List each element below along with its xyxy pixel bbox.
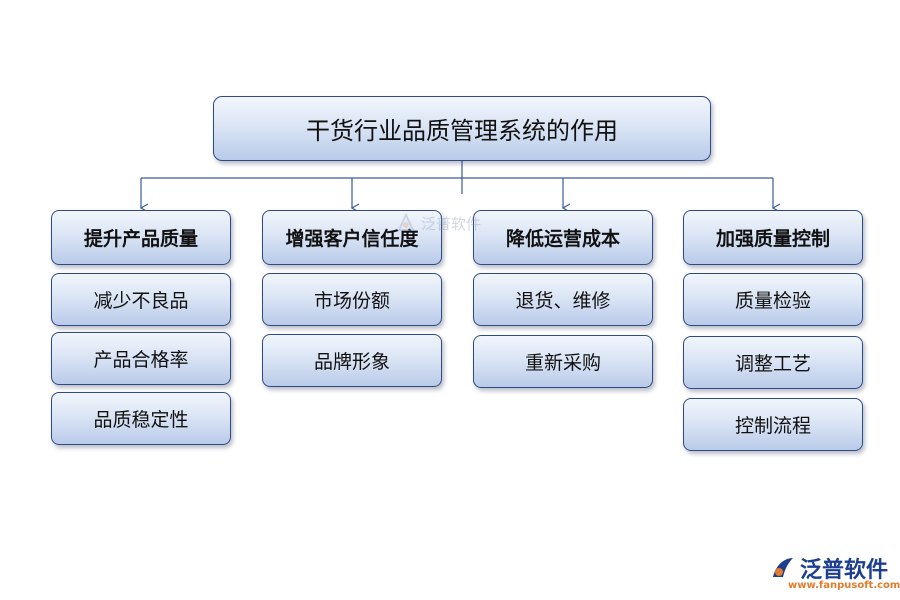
heading-box-3: 降低运营成本: [473, 210, 653, 265]
heading-box-1: 提升产品质量: [51, 210, 231, 265]
item-box-4-2: 调整工艺: [683, 336, 863, 389]
heading-label-4: 加强质量控制: [715, 228, 830, 250]
root-title: 干货行业品质管理系统的作用: [306, 117, 618, 145]
brand-logo-icon: [773, 558, 793, 577]
item-box-1-1: 减少不良品: [51, 273, 231, 326]
item-label: 退货、维修: [515, 290, 611, 312]
item-box-3-1: 退货、维修: [473, 273, 653, 326]
item-box-1-2: 产品合格率: [51, 332, 231, 385]
brand-url: www.fanpusoft.com: [788, 580, 900, 591]
item-box-4-1: 质量检验: [683, 273, 863, 326]
item-box-2-1: 市场份额: [262, 273, 442, 326]
item-box-2-2: 品牌形象: [262, 334, 442, 387]
item-label: 调整工艺: [734, 353, 811, 375]
item-label: 质量检验: [734, 290, 811, 312]
item-box-1-3: 品质稳定性: [51, 392, 231, 445]
brand-logo: 泛普软件: [770, 552, 888, 584]
item-box-3-2: 重新采购: [473, 335, 653, 388]
root-title-box: 干货行业品质管理系统的作用: [213, 96, 711, 161]
heading-label-1: 提升产品质量: [83, 228, 198, 250]
heading-box-4: 加强质量控制: [683, 210, 863, 265]
watermark: 泛普软件: [395, 212, 481, 234]
item-box-4-3: 控制流程: [683, 398, 863, 451]
item-label: 品质稳定性: [93, 409, 189, 431]
heading-label-3: 降低运营成本: [505, 228, 620, 250]
item-label: 产品合格率: [93, 349, 189, 371]
brand-logo-text: 泛普软件: [800, 558, 889, 583]
item-label: 品牌形象: [313, 351, 390, 373]
watermark-text: 泛普软件: [421, 214, 482, 233]
item-label: 市场份额: [313, 290, 390, 312]
heading-label-2: 增强客户信任度: [285, 228, 419, 250]
item-label: 重新采购: [524, 352, 601, 374]
item-label: 控制流程: [734, 415, 811, 437]
heading-box-2: 增强客户信任度: [262, 210, 442, 265]
item-label: 减少不良品: [93, 290, 189, 312]
watermark-logo-icon: [397, 212, 415, 231]
